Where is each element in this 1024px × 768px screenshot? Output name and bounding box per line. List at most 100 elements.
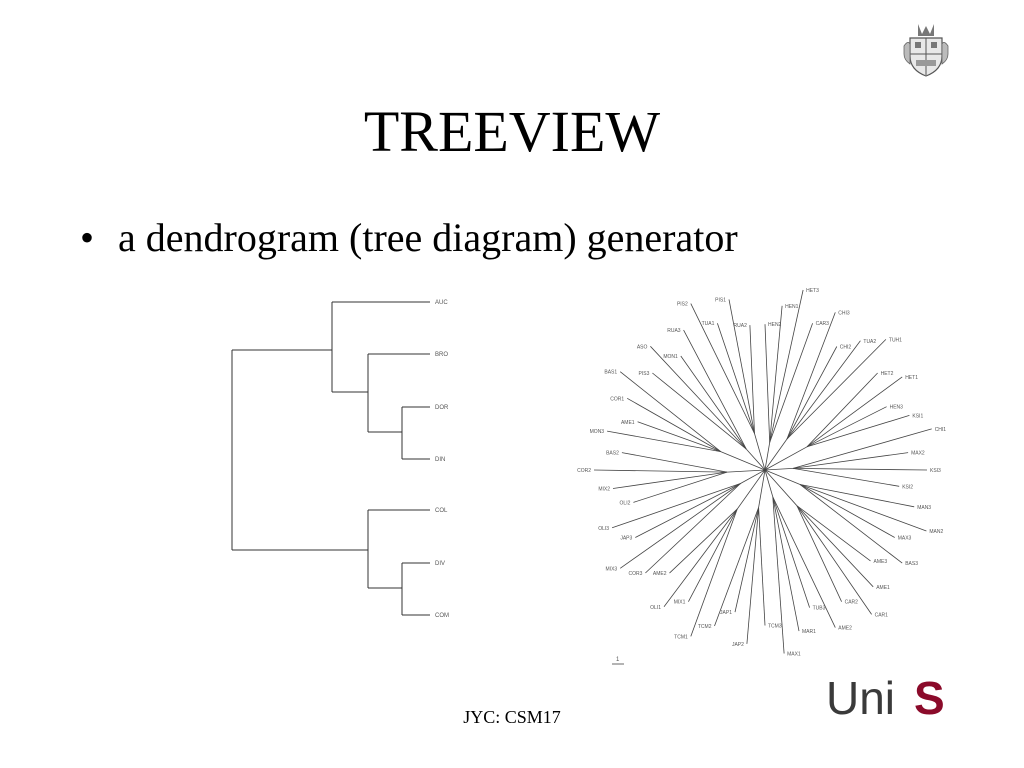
radial-leaf-branch — [734, 507, 759, 613]
scale-bar-label: 1 — [616, 657, 620, 663]
radial-internal-branch — [727, 469, 766, 473]
radial-leaf-branch — [772, 496, 836, 628]
radial-leaf-branch — [772, 496, 785, 654]
radial-leaf-label: COR3 — [628, 571, 642, 577]
radial-internal-branch — [746, 448, 766, 471]
radial-leaf-branch — [650, 346, 747, 450]
radial-leaf-label: OLI1 — [650, 605, 661, 611]
radial-leaf-branch — [635, 483, 741, 538]
radial-leaf-label: MAX2 — [911, 451, 925, 457]
radial-leaf-branch — [611, 483, 741, 529]
radial-leaf-label: PIS1 — [715, 297, 726, 303]
radial-internal-branch — [764, 442, 771, 471]
radial-leaf-label: AME1 — [621, 420, 635, 426]
radial-leaf-label: TCM2 — [698, 624, 712, 630]
radial-leaf-branch — [806, 406, 887, 448]
radial-leaf-branch — [806, 415, 910, 448]
radial-leaf-label: JAP1 — [720, 610, 732, 616]
radial-leaf-label: AME2 — [653, 571, 667, 577]
radial-leaf-branch — [769, 305, 783, 443]
radial-leaf-label: COR2 — [577, 468, 591, 474]
radial-leaf-label: ASO — [637, 344, 648, 350]
radial-leaf-label: MON1 — [663, 354, 678, 360]
radial-leaf-label: OLI2 — [620, 500, 631, 506]
radial-leaf-branch — [688, 508, 738, 602]
radial-leaf-label: MAX1 — [787, 652, 801, 658]
radial-leaf-branch — [621, 452, 728, 473]
radial-leaf-branch — [769, 323, 813, 443]
radial-leaf-label: CHI1 — [935, 427, 947, 433]
leaf-label: AUC — [435, 300, 448, 306]
radial-leaf-label: AME1 — [876, 585, 890, 591]
radial-leaf-branch — [683, 329, 747, 450]
radial-internal-branch — [736, 469, 766, 510]
radial-leaf-branch — [796, 505, 842, 602]
radial-leaf-label: HEN1 — [785, 304, 799, 310]
radial-leaf-label: KSI3 — [930, 468, 941, 474]
radial-leaf-label: MON3 — [590, 429, 605, 435]
radial-internal-branch — [754, 433, 766, 471]
radial-leaf-label: BAS1 — [604, 370, 617, 376]
leaf-label: BRO — [435, 352, 448, 358]
radial-leaf-branch — [796, 505, 874, 588]
radial-leaf-branch — [680, 355, 747, 450]
radial-leaf-label: CHI2 — [840, 345, 852, 351]
radial-leaf-branch — [772, 496, 800, 632]
radial-leaf-label: JAP3 — [620, 536, 632, 542]
radial-leaf-label: CAR1 — [875, 612, 889, 618]
radial-internal-branch — [720, 451, 766, 471]
radial-internal-branch — [764, 438, 788, 471]
radial-leaf-branch — [764, 324, 771, 443]
radial-leaf-label: TUA2 — [863, 339, 876, 345]
radial-leaf-label: BAS2 — [606, 451, 619, 457]
radial-leaf-branch — [800, 484, 915, 508]
radial-leaf-label: MAN3 — [917, 505, 931, 511]
radial-leaf-label: HET2 — [881, 371, 894, 377]
radial-leaf-branch — [806, 376, 903, 448]
radial-internal-branch — [764, 469, 801, 485]
dendrogram-branches — [231, 301, 430, 616]
radial-internal-branch — [764, 469, 798, 507]
radial-leaf-label: HET1 — [905, 375, 918, 381]
radial-leaf-label: TUH1 — [889, 337, 902, 343]
radial-leaf-branch — [758, 507, 766, 626]
radial-leaf-label: JAP2 — [732, 642, 744, 648]
bullet-item: •a dendrogram (tree diagram) generator — [80, 214, 738, 261]
radial-leaf-branch — [728, 299, 755, 434]
radial-leaf-label: MAN2 — [929, 529, 943, 535]
radial-leaf-branch — [717, 323, 755, 434]
radial-leaf-branch — [619, 483, 741, 569]
radial-leaf-label: MAR1 — [802, 629, 816, 635]
radial-leaf-branch — [637, 421, 721, 452]
radial-internal-branch — [764, 468, 794, 471]
leaf-label: DOR — [435, 405, 449, 411]
logo-text-main: Uni — [826, 672, 895, 724]
radial-leaf-branch — [749, 325, 755, 434]
slide-title: TREEVIEW — [363, 99, 661, 164]
radial-leaf-branch — [799, 484, 927, 532]
footer-text: JYC: CSM17 — [463, 707, 561, 727]
radial-leaf-branch — [607, 430, 721, 452]
radial-leaf-branch — [633, 471, 728, 503]
radial-leaf-branch — [806, 372, 878, 448]
radial-internal-branch — [740, 469, 766, 484]
radial-leaf-branch — [799, 484, 895, 538]
radial-leaf-branch — [669, 508, 738, 574]
radial-leaf-branch — [792, 468, 928, 471]
leaf-label: DIV — [435, 561, 445, 567]
logo-text-accent: S — [914, 672, 945, 724]
radial-leaf-label: MIX3 — [606, 566, 618, 572]
radial-leaf-label: HEN3 — [890, 405, 904, 411]
radial-leaf-label: KSI1 — [912, 413, 923, 419]
radial-leaf-label: AME2 — [838, 626, 852, 632]
bullet-text: a dendrogram (tree diagram) generator — [118, 215, 738, 260]
radial-leaf-branch — [786, 339, 887, 440]
radial-leaf-label: TUA1 — [702, 321, 715, 327]
radial-leaf-label: RUA2 — [734, 323, 748, 329]
radial-leaf-label: MIX2 — [598, 487, 610, 493]
radial-leaf-branch — [652, 372, 747, 450]
radial-leaf-label: AME3 — [874, 559, 888, 565]
radial-leaf-branch — [619, 371, 721, 452]
